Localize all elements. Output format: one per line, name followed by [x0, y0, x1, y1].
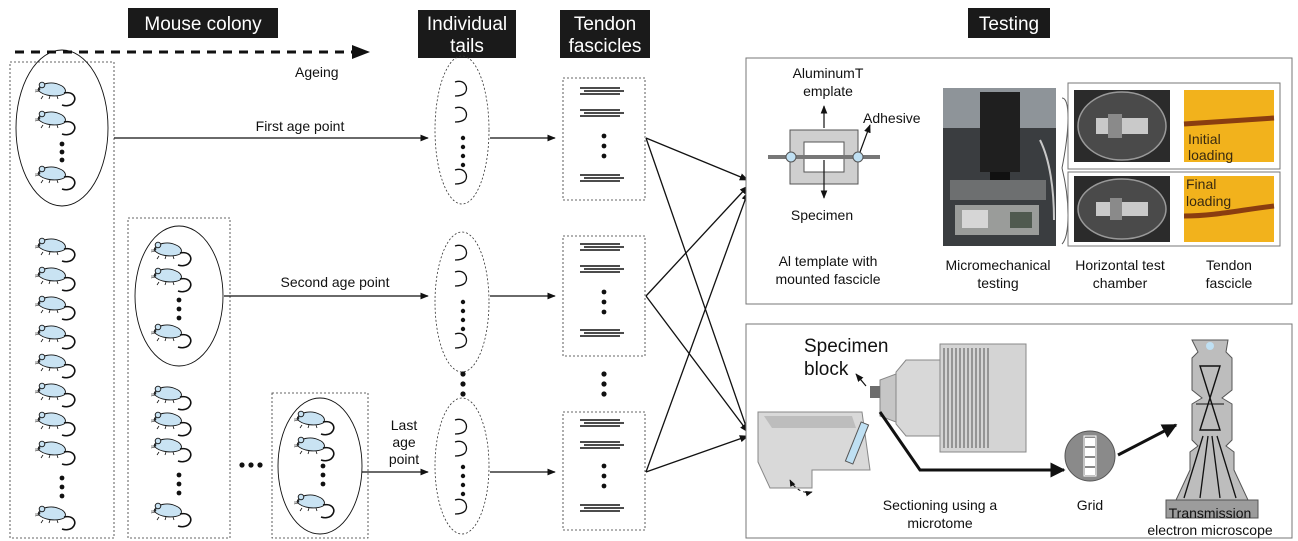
- last-age-point-label-1: Last: [391, 417, 418, 433]
- header-mouse-colony: Mouse colony: [128, 8, 278, 38]
- colony-mice-2: [150, 385, 192, 528]
- fascicles-box-1: [562, 77, 646, 201]
- svg-text:Individual: Individual: [427, 14, 507, 35]
- micromechanical-testing-photo: [943, 88, 1056, 246]
- sectioning-caption-1: Sectioning using a: [883, 497, 998, 513]
- svg-text:loading: loading: [1188, 147, 1233, 163]
- fascicle-to-testing-arrows: [645, 137, 749, 473]
- template-label-1: AluminumT: [793, 65, 864, 81]
- grid-label: Grid: [1077, 497, 1103, 513]
- micromech-caption-1: Micromechanical: [945, 257, 1050, 273]
- colony-box-1: [9, 61, 115, 539]
- fascicle-caption-1: Tendon: [1206, 257, 1252, 273]
- header-testing: Testing: [968, 8, 1050, 38]
- svg-text:Initial: Initial: [1188, 131, 1221, 147]
- al-template: [768, 105, 880, 199]
- svg-text:Final: Final: [1186, 176, 1216, 192]
- last-age-point-label-3: point: [389, 451, 419, 467]
- tendon-fascicle-photo-final: Final loading: [1183, 176, 1275, 242]
- fascicle-caption-2: fascicle: [1206, 275, 1253, 291]
- svg-text:Tendon: Tendon: [574, 14, 636, 35]
- template-label-2: emplate: [803, 83, 853, 99]
- fascicles-box-2: [562, 235, 646, 357]
- ageing-label: Ageing: [295, 64, 339, 80]
- svg-text:Mouse colony: Mouse colony: [144, 14, 262, 35]
- tails-group-2: [434, 231, 490, 373]
- tendon-fascicle-photo-initial: Initial loading: [1183, 90, 1275, 163]
- last-age-point-label-2: age: [392, 434, 416, 450]
- micromech-caption-2: testing: [977, 275, 1018, 291]
- first-age-point-label: First age point: [256, 118, 345, 134]
- svg-text:tails: tails: [450, 36, 484, 57]
- adhesive-label: Adhesive: [863, 110, 921, 126]
- svg-text:fascicles: fascicles: [569, 36, 642, 57]
- cohort-ellipse-1: [15, 49, 109, 207]
- header-tendon-fascicles: Tendon fascicles: [560, 10, 650, 58]
- colony-box-3: [271, 392, 369, 539]
- svg-text:Testing: Testing: [979, 14, 1039, 35]
- transmission-electron-microscope: [1165, 339, 1259, 519]
- fascicles-box-3: [562, 411, 646, 531]
- tem-caption-2: electron microscope: [1147, 522, 1272, 538]
- cohort-ellipse-2: [134, 225, 224, 367]
- cohort-ellipse-3: [277, 397, 363, 535]
- colony-mice-1: [34, 237, 76, 531]
- microtome: [757, 343, 1027, 497]
- tails-group-3: [434, 397, 490, 535]
- tem-caption-1: Transmission: [1169, 505, 1252, 521]
- tem-grid: [1064, 430, 1116, 482]
- specimen-block-label-2: block: [804, 359, 849, 380]
- test-chamber-photo-final: [1074, 176, 1170, 242]
- template-caption-1: Al template with: [779, 253, 878, 269]
- tails-group-1: [434, 55, 490, 205]
- chamber-caption-1: Horizontal test: [1075, 257, 1165, 273]
- test-chamber-photo-initial: [1074, 90, 1170, 162]
- template-caption-2: mounted fascicle: [775, 271, 880, 287]
- colony-box-2: [127, 217, 231, 539]
- second-age-point-label: Second age point: [281, 274, 390, 290]
- specimen-block-label-1: Specimen: [804, 336, 889, 357]
- chamber-caption-2: chamber: [1093, 275, 1148, 291]
- header-individual-tails: Individual tails: [418, 10, 516, 58]
- specimen-label: Specimen: [791, 207, 853, 223]
- sectioning-caption-2: microtome: [907, 515, 973, 531]
- svg-text:loading: loading: [1186, 193, 1231, 209]
